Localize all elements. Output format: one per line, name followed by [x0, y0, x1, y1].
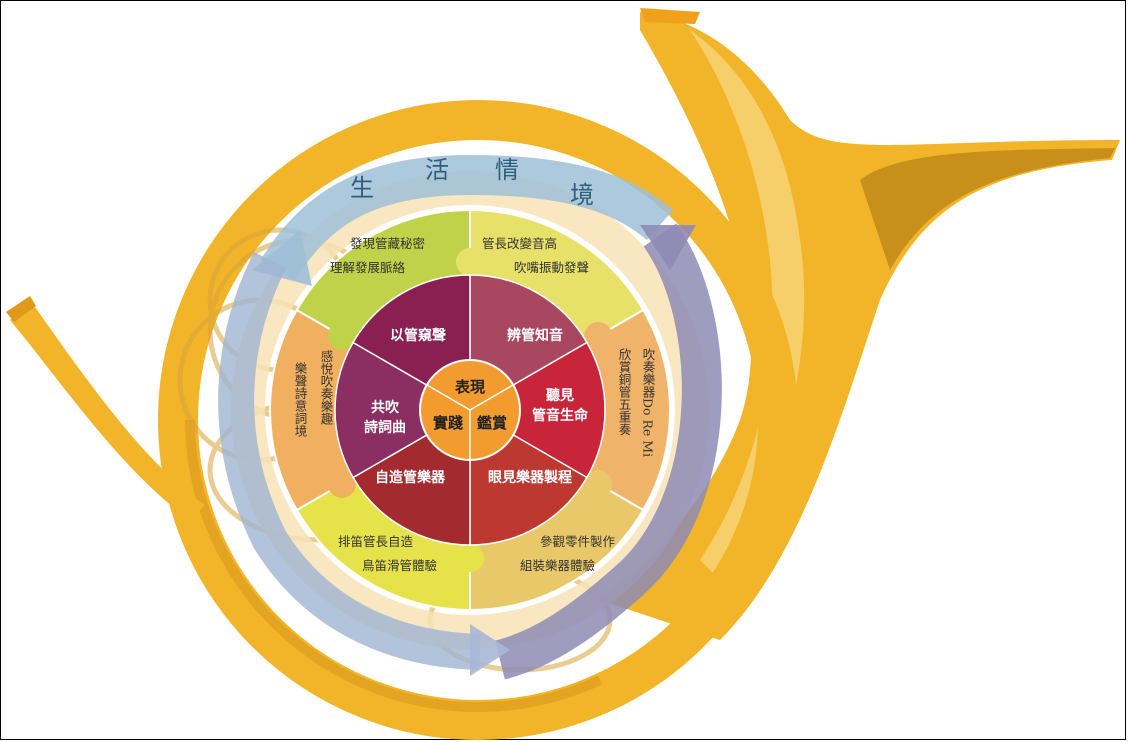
inner-sector-3-label: 自造管樂器 — [375, 469, 446, 486]
outer-sector-0-line-0: 管長改變音高 — [482, 236, 557, 251]
context-char-3: 境 — [570, 181, 594, 209]
horn-mouthpiece — [6, 296, 36, 322]
inner-sector-4 — [334, 341, 472, 479]
context-label-group: 生活情境 — [350, 156, 594, 209]
outer-sector-1-line-1: 欣賞銅管五重奏 — [617, 348, 632, 436]
right-arrowhead — [640, 225, 696, 270]
inner-sector-1 — [468, 341, 606, 479]
outer-sector-5-line-1: 理解發展脈絡 — [330, 260, 406, 275]
outer-sector-1-line-0: 吹奏樂器Do Re Mi — [641, 348, 656, 457]
outer-sector-4-line-0: 感悅吹奏樂趣 — [319, 349, 334, 426]
sector-notch-4 — [327, 322, 356, 350]
outer-sector-3-line-1: 鳥笛滑管體驗 — [362, 558, 438, 573]
outer-sector-2-line-0: 參觀零件製作 — [540, 534, 616, 549]
left-arrow — [218, 251, 481, 670]
inner-sector-2-label: 眼見樂器製程 — [488, 469, 572, 486]
outer-sector-3-line-0: 排笛管長自造 — [338, 534, 414, 549]
outer-sector-5-line-0: 發現管藏秘密 — [350, 236, 425, 251]
outer-sector-4-line-1: 樂聲詩意詞境 — [293, 361, 308, 437]
context-char-1: 活 — [425, 156, 449, 184]
horn-bell-rim — [640, 8, 700, 24]
inner-sector-5-label: 以管窺聲 — [390, 327, 446, 344]
inner-sector-4-label: 共吹詩詞曲 — [364, 399, 406, 436]
sector-notch-3 — [327, 470, 356, 498]
sector-notch-0 — [584, 322, 613, 350]
context-char-2: 情 — [495, 156, 519, 184]
sector-notch-1 — [584, 470, 613, 498]
sector-notch-5 — [456, 248, 484, 276]
sector-notch-2 — [456, 544, 484, 572]
french-horn-graphic — [6, 8, 1120, 740]
right-arrow — [494, 223, 722, 680]
core-label-left: 實踐 — [433, 414, 463, 432]
core-label-right: 鑑賞 — [477, 414, 507, 432]
horn-leadpipe — [10, 300, 205, 520]
core-dividers — [426, 384, 514, 460]
outer-sector-2-line-1: 組裝樂器體驗 — [520, 558, 596, 573]
inner-sector-1-label: 聽見管音生命 — [532, 387, 589, 424]
left-arrowhead — [470, 624, 510, 676]
core-label-top: 表現 — [455, 378, 485, 396]
cycle-arrows — [218, 154, 722, 680]
top-arrow — [260, 154, 674, 281]
inner-sector-0-label: 辨管知音 — [507, 327, 563, 344]
horn-bell-dark — [860, 148, 1115, 270]
outer-sector-0-line-1: 吹嘴振動發聲 — [514, 260, 589, 275]
context-char-0: 生 — [350, 174, 374, 202]
horn-loop — [158, 100, 798, 740]
